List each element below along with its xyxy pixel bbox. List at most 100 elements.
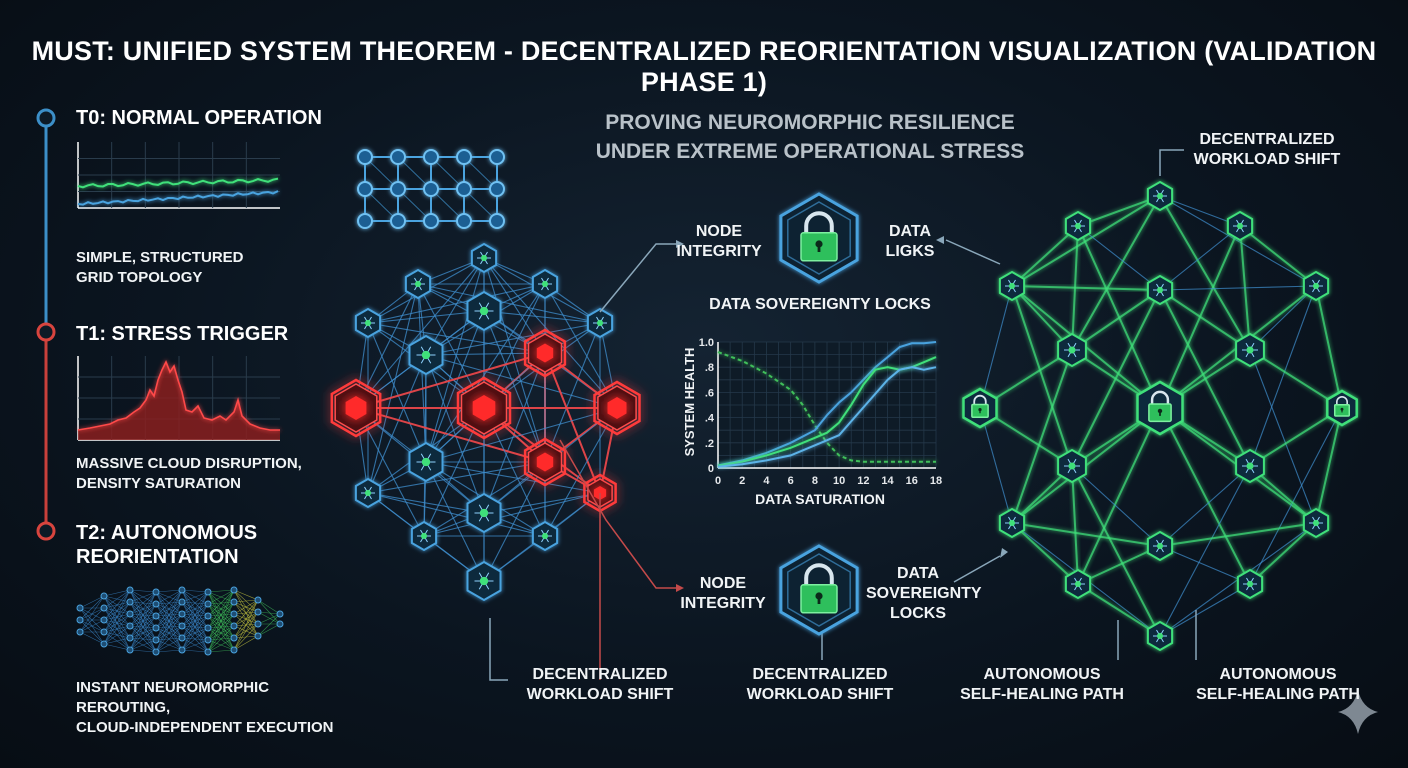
- mini-net-edge: [155, 589, 183, 593]
- grid-node: [423, 213, 439, 229]
- healed-link: [1077, 545, 1161, 585]
- network-link: [1159, 465, 1251, 637]
- mini-net-edge: [155, 589, 183, 653]
- healed-link: [1011, 195, 1161, 287]
- healed-link: [1011, 522, 1161, 547]
- stressed-node-core: [345, 396, 367, 420]
- grid-node: [489, 181, 505, 197]
- self-healing-2-line-2: SELF-HEALING PATH: [1196, 686, 1360, 703]
- node-hexagon-icon: [1146, 274, 1174, 306]
- network-link: [544, 283, 618, 409]
- stage-t0-description: SIMPLE, STRUCTURED GRID TOPOLOGY: [76, 248, 244, 288]
- center-lock-inner-1: [787, 553, 851, 627]
- network-link: [425, 354, 485, 514]
- stage-t2-desc-line-1: INSTANT NEUROMORPHIC: [76, 679, 270, 696]
- lower-node-integrity-label: NODE INTEGRITY: [668, 574, 778, 614]
- network-link: [1159, 583, 1251, 637]
- mini-net-edge: [103, 589, 131, 621]
- healed-link: [1011, 285, 1161, 291]
- node-core: [541, 532, 549, 540]
- padlock-icon: [800, 563, 838, 614]
- mini-net-node: [230, 598, 238, 606]
- network-link: [1159, 465, 1251, 547]
- healed-link: [1249, 522, 1317, 585]
- padlock-keyhole: [978, 407, 982, 412]
- node-core: [1246, 346, 1254, 354]
- sparkle-shape: [1338, 690, 1378, 734]
- mini-net-node: [204, 588, 212, 596]
- mini-net-edge: [207, 589, 235, 653]
- mini-net-edge: [181, 603, 209, 651]
- mini-net-edge: [79, 619, 105, 633]
- chart-y-axis-label: SYSTEM HEALTH: [682, 347, 697, 457]
- mini-net-edge: [129, 639, 157, 651]
- mini-net-edge: [257, 611, 281, 625]
- network-link: [1159, 195, 1317, 287]
- mini-net-edge: [233, 599, 259, 639]
- mini-net-edge: [257, 613, 281, 637]
- padlock-shackle: [1150, 391, 1170, 405]
- stressed-node-icon: [523, 328, 567, 378]
- stressed-network: [330, 242, 641, 602]
- healed-link: [1011, 522, 1079, 585]
- stage-t0-label: T0: NORMAL OPERATION: [76, 107, 322, 129]
- healed-link: [1071, 465, 1079, 585]
- chart-x-tick-label: 16: [906, 475, 918, 487]
- self-healing-2-line-1: AUTONOMOUS: [1219, 666, 1337, 683]
- network-link: [425, 352, 546, 356]
- subtitle-line-1: PROVING NEUROMORPHIC RESILIENCE: [605, 111, 1015, 134]
- mini-net-node: [76, 616, 84, 624]
- upper-data-links-line-2: LIGKS: [885, 243, 935, 260]
- mini-net-edge: [233, 611, 259, 651]
- node-hexagon-icon: [1302, 507, 1330, 539]
- subtitle: PROVING NEUROMORPHIC RESILIENCE UNDER EX…: [560, 108, 1060, 166]
- grid-node: [456, 149, 472, 165]
- node-hexagon-icon: [1302, 270, 1330, 302]
- mini-net-edge: [257, 599, 281, 615]
- mini-net-edge: [129, 589, 157, 593]
- stressed-node-glow: [593, 380, 641, 436]
- sparkline-t0: [77, 142, 280, 209]
- sparkline-t0-blue: [77, 190, 279, 206]
- healed-link: [1071, 465, 1161, 637]
- stage-t1-label: T1: STRESS TRIGGER: [76, 323, 289, 345]
- left-workload-shift-line-2: WORKLOAD SHIFT: [526, 686, 674, 703]
- healed-link: [1159, 289, 1251, 351]
- grid-node: [423, 149, 439, 165]
- network-link: [1077, 225, 1161, 291]
- connector-lower-lock-to-right: [953, 555, 1001, 583]
- mini-net-edge: [207, 589, 235, 593]
- network-link: [483, 407, 546, 537]
- network-link: [544, 322, 601, 463]
- mini-net-node: [178, 646, 186, 654]
- top-right-workload-shift-label: DECENTRALIZED WORKLOAD SHIFT: [1192, 130, 1342, 170]
- network-link: [483, 461, 546, 582]
- node-hexagon-icon: [586, 307, 614, 339]
- padlock-shackle: [973, 394, 987, 406]
- padlock-keyhole-slot: [817, 596, 821, 604]
- stressed-node-glow: [523, 437, 567, 487]
- mini-net-edge: [181, 589, 209, 593]
- mini-net-edge: [155, 589, 183, 629]
- stressed-link: [544, 352, 601, 494]
- mini-net-edge: [155, 649, 183, 653]
- stage-t2-description: INSTANT NEUROMORPHIC REROUTING, CLOUD-IN…: [76, 678, 334, 738]
- connector-arrowhead: [1000, 548, 1008, 558]
- node-core: [1246, 462, 1254, 470]
- mini-net-edge: [103, 613, 131, 645]
- padlock-keyhole: [1157, 408, 1163, 414]
- node-hexagon-icon: [408, 441, 444, 483]
- mini-net-edge: [181, 615, 209, 651]
- mini-neural-network: [76, 586, 284, 656]
- network-link: [367, 492, 485, 514]
- mini-net-edge: [207, 589, 235, 617]
- network-link: [367, 310, 485, 324]
- mini-net-edge: [129, 649, 157, 653]
- node-hexagon-icon: [1236, 568, 1264, 600]
- padlock-keyhole-slot: [1341, 409, 1343, 413]
- lower-data-sov-line-2: SOVEREIGNTY: [866, 585, 982, 602]
- stressed-node-core: [536, 452, 554, 472]
- node-hexagon-icon: [470, 242, 498, 274]
- mini-net-edge: [103, 589, 131, 645]
